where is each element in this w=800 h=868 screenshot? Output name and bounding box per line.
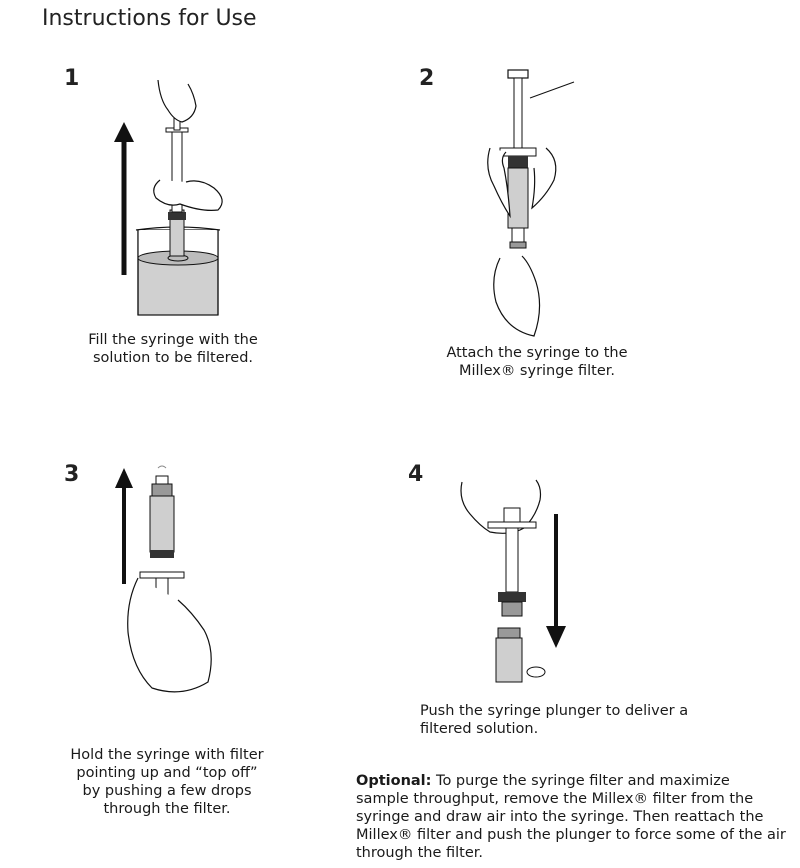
caption-line: filtered solution.	[420, 720, 750, 738]
caption-line: Attach the syringe to the	[424, 344, 650, 362]
caption-line: Fill the syringe with the	[60, 331, 286, 349]
optional-label: Optional:	[356, 773, 431, 789]
up-arrow-icon	[114, 122, 134, 275]
step-1-illustration	[110, 70, 260, 330]
step-4-illustration	[450, 470, 580, 692]
syringe-icon	[488, 508, 536, 616]
step-1-number: 1	[64, 66, 79, 91]
hand-icon	[154, 80, 222, 210]
page-title: Instructions for Use	[42, 6, 257, 31]
step-1-caption: Fill the syringe with the solution to be…	[60, 331, 286, 367]
step-4-number: 4	[408, 462, 423, 487]
step-3-caption: Hold the syringe with filter pointing up…	[52, 746, 282, 818]
step-3-illustration	[112, 462, 232, 702]
caption-line: Millex® syringe filter.	[424, 362, 650, 380]
up-arrow-icon	[115, 468, 133, 584]
down-arrow-icon	[546, 514, 566, 648]
vial-icon	[496, 628, 545, 682]
caption-line: pointing up and “top off”	[52, 764, 282, 782]
caption-line: Push the syringe plunger to deliver a	[420, 702, 750, 720]
caption-line: through the filter.	[52, 800, 282, 818]
step-2-illustration	[470, 68, 610, 340]
caption-line: Hold the syringe with filter	[52, 746, 282, 764]
caption-line: solution to be filtered.	[60, 349, 286, 367]
optional-note: Optional: To purge the syringe filter an…	[356, 772, 786, 862]
step-4-caption: Push the syringe plunger to deliver a fi…	[420, 702, 750, 738]
caption-line: by pushing a few drops	[52, 782, 282, 800]
hand-icon	[128, 578, 211, 692]
syringe-icon	[500, 70, 574, 248]
step-2-caption: Attach the syringe to the Millex® syring…	[424, 344, 650, 380]
step-3-number: 3	[64, 462, 79, 487]
step-2-number: 2	[419, 66, 434, 91]
